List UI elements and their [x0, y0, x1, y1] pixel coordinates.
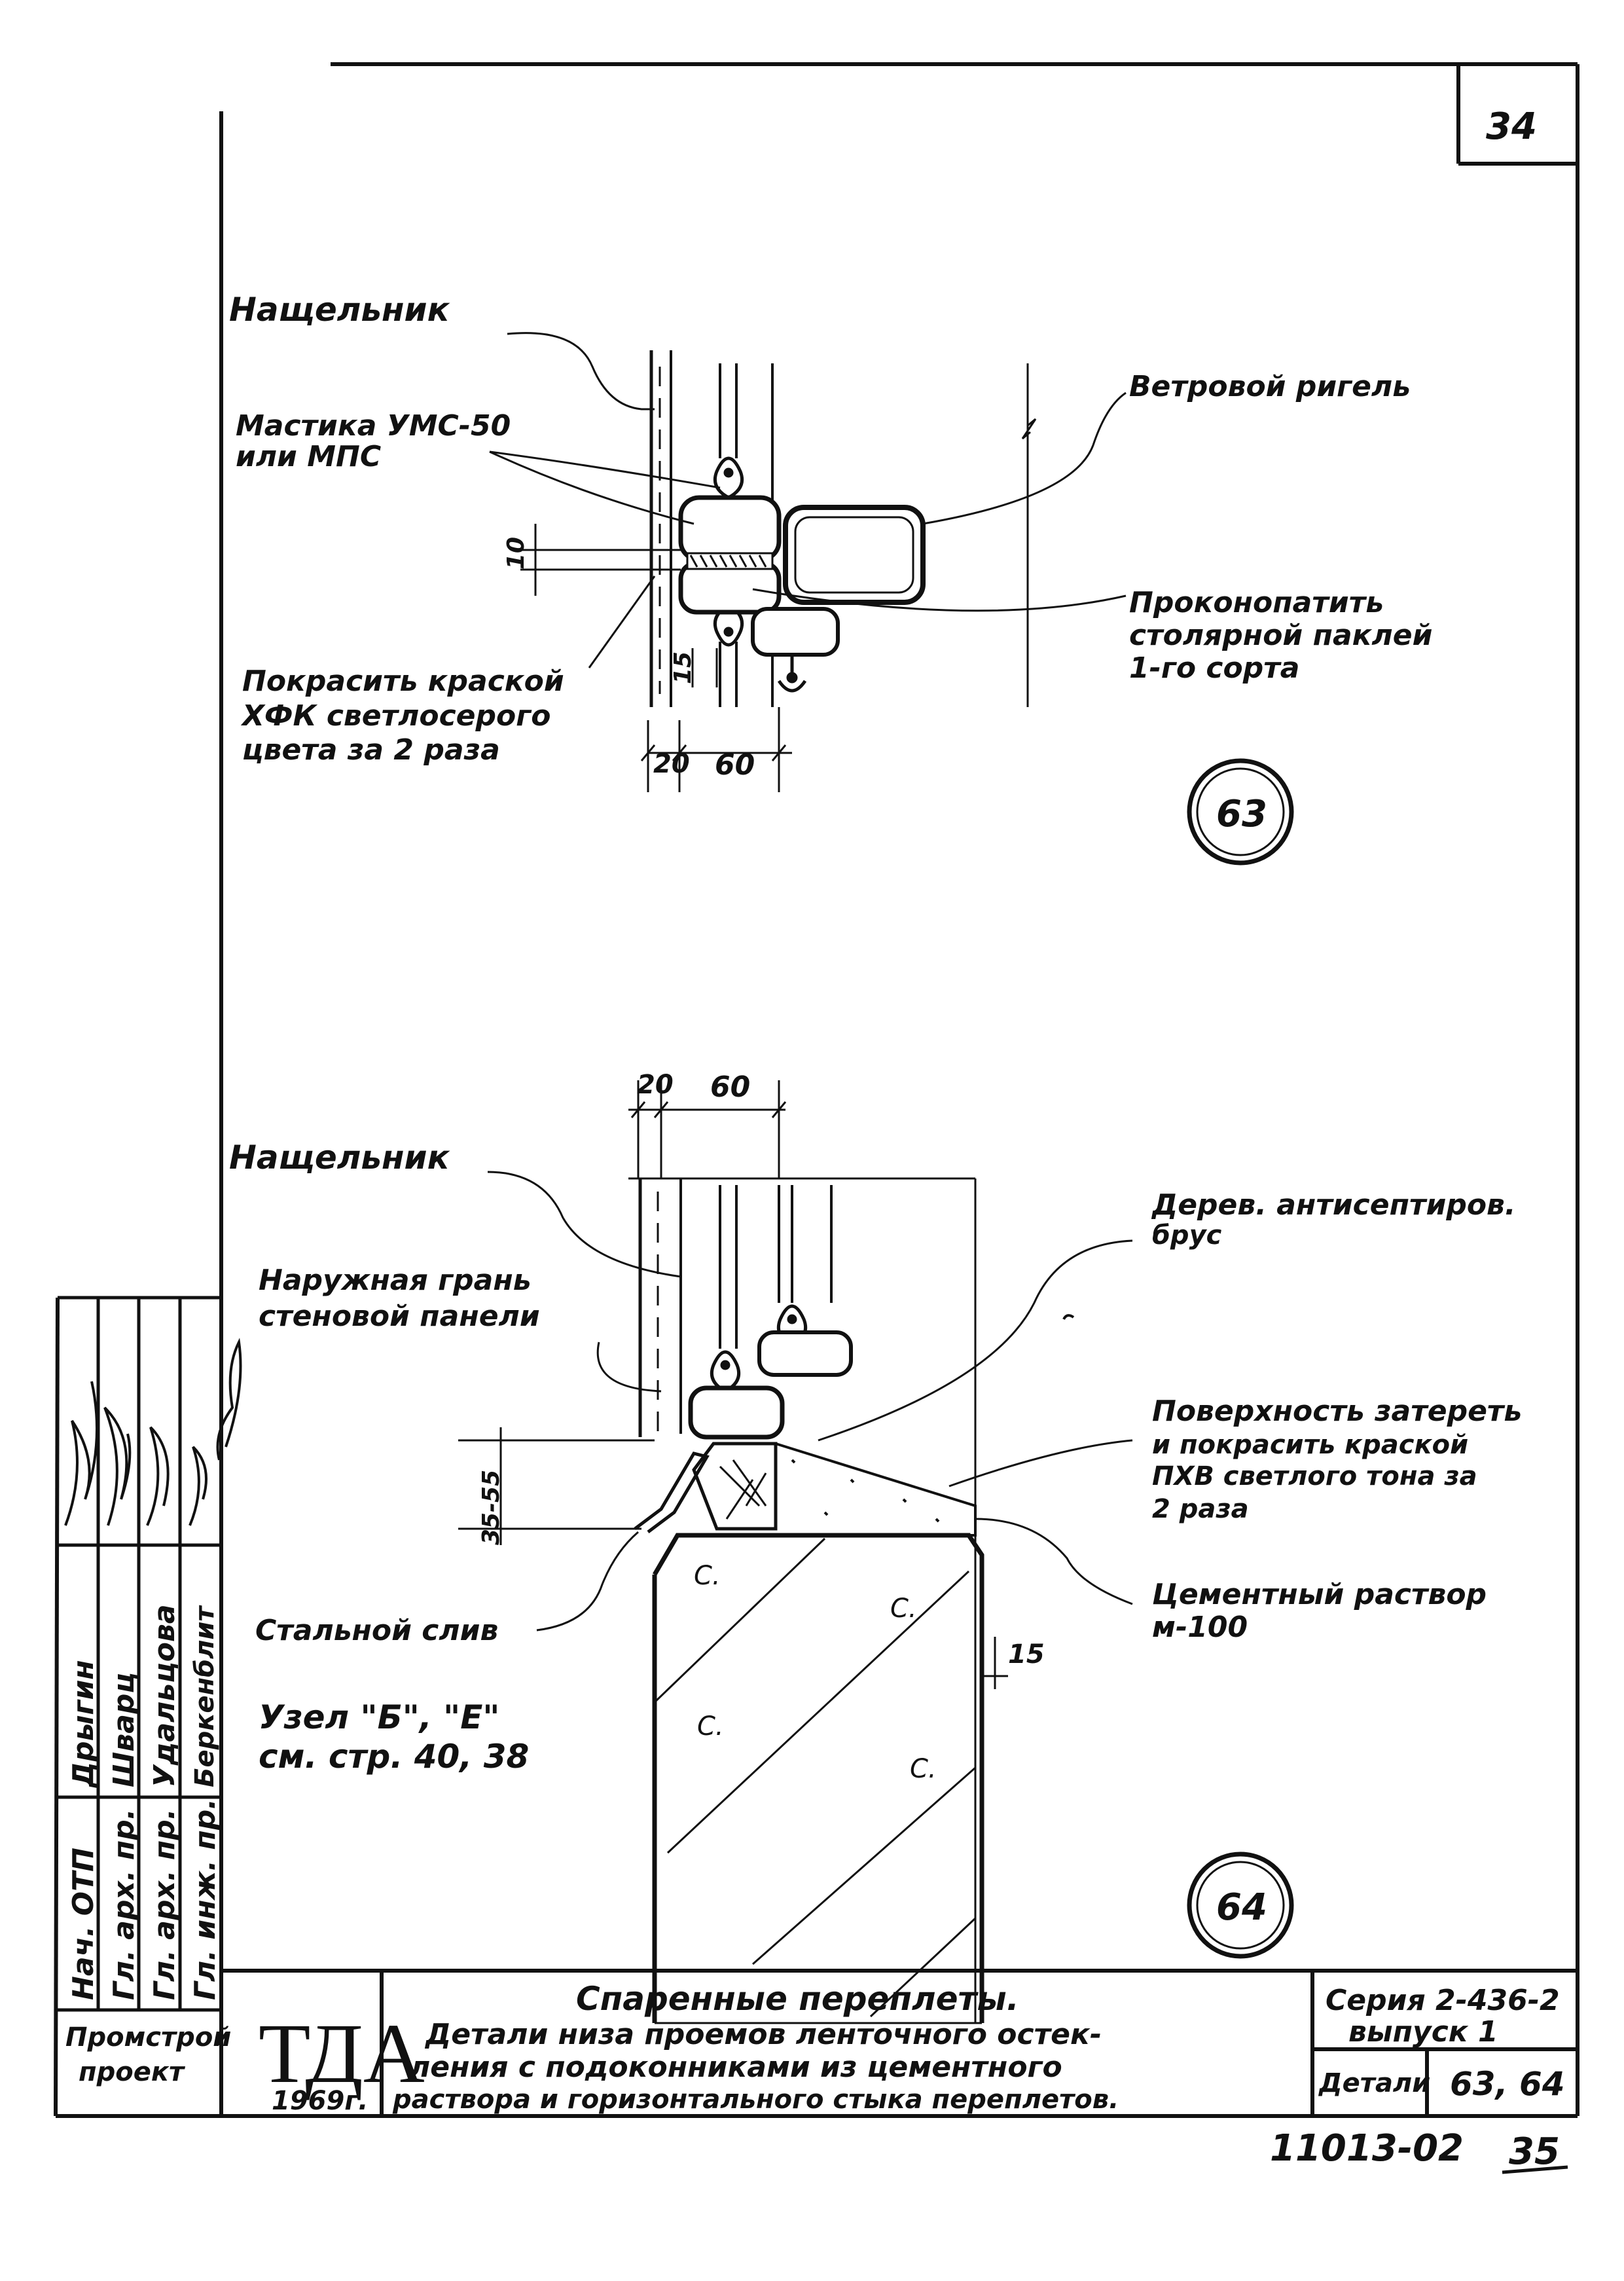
- svg-text:C.: C.: [694, 1561, 721, 1591]
- detail-63-drawing: [489, 332, 1127, 792]
- dim-64-15: 15: [1008, 1639, 1045, 1670]
- label-pokrasit-line1: Покрасить краской: [242, 665, 564, 698]
- signature-name-3: Удальцова: [148, 1604, 181, 1787]
- label-pokrasit-line3: цвета за 2 раза: [242, 733, 500, 767]
- label-mastika-line1: Мастика УМС-50: [236, 409, 511, 443]
- signature-name-4: Беркенблит: [190, 1605, 220, 1787]
- label-gran-line2: стеновой панели: [259, 1300, 540, 1333]
- label-rastvor-line1: Цементный раствор: [1152, 1578, 1487, 1611]
- label-prokonopatit-line2: столярной паклей: [1129, 619, 1432, 652]
- title-block: [221, 1969, 1578, 2116]
- title-line3: ления с подоконниками из цементного: [409, 2051, 1062, 2084]
- detail-64-drawing: C. C. C. C.: [458, 1080, 1133, 2024]
- label-brus-line1: Дерев. антисептиров.: [1151, 1188, 1516, 1222]
- dim-63-10: 10: [503, 537, 530, 570]
- title-line4: раствора и горизонтального стыка перепле…: [392, 2085, 1119, 2115]
- label-poverh-line2: и покрасить краской: [1152, 1430, 1468, 1460]
- label-mastika-line2: или МПС: [236, 440, 381, 473]
- signature-name-2: Шварц: [107, 1672, 141, 1787]
- label-nashchelnik-63: Нащельник: [229, 291, 450, 329]
- detail-64-marker: 64: [1187, 1852, 1294, 1959]
- dim-64-35-55: 35-55: [478, 1470, 505, 1545]
- dim-63-20: 20: [653, 749, 690, 779]
- details-value: 63, 64: [1450, 2065, 1565, 2103]
- dim-63-60: 60: [715, 748, 755, 782]
- footer-code: 11013-02: [1270, 2127, 1464, 2170]
- series-line2: выпуск 1: [1348, 2015, 1498, 2049]
- title-line1: Спаренные переплеты.: [576, 1980, 1019, 2018]
- label-poverh-line4: 2 раза: [1152, 1494, 1249, 1524]
- title-line2: Детали низа проемов ленточного остек-: [424, 2018, 1102, 2051]
- detail-63-marker: 63: [1187, 758, 1294, 866]
- series-line1: Серия 2-436-2: [1326, 1984, 1560, 2017]
- label-vetrovoy-rigel: Ветровой ригель: [1129, 370, 1411, 403]
- signature-role-1: Нач. ОТП: [67, 1848, 100, 2000]
- svg-text:C.: C.: [890, 1594, 917, 1624]
- label-uzel-line2: см. стр. 40, 38: [259, 1738, 529, 1776]
- footer-page: 35: [1509, 2130, 1560, 2173]
- details-label: Детали: [1318, 2068, 1430, 2098]
- signature-role-2: Гл. арх. пр.: [107, 1808, 141, 2000]
- signature-role-4: Гл. инж. пр.: [189, 1798, 222, 2000]
- label-nashchelnik-64: Нащельник: [229, 1139, 450, 1177]
- label-prokonopatit-line3: 1-го сорта: [1129, 651, 1299, 685]
- dim-64-20: 20: [637, 1070, 674, 1100]
- label-poverh-line3: ПХВ светлого тона за: [1152, 1461, 1477, 1491]
- org-name-line2: проект: [79, 2057, 186, 2087]
- label-rastvor-line2: м-100: [1152, 1611, 1248, 1644]
- dim-63-15: 15: [670, 651, 696, 684]
- svg-text:C.: C.: [697, 1711, 724, 1742]
- logo-tda: ТДА: [259, 2007, 425, 2101]
- label-uzel-line1: Узел "Б", "Е": [259, 1698, 499, 1736]
- signature-name-1: Дрыгин: [67, 1660, 100, 1789]
- detail-63-number: 63: [1216, 793, 1267, 835]
- label-gran-line1: Наружная грань: [259, 1264, 532, 1297]
- dim-64-60: 60: [710, 1070, 750, 1104]
- detail-64-number: 64: [1216, 1886, 1267, 1929]
- footer-underline: [1502, 2165, 1568, 2174]
- label-prokonopatit-line1: Проконопатить: [1129, 586, 1384, 619]
- signature-block: [58, 1296, 242, 2012]
- sheet-frame: [54, 62, 1579, 2118]
- svg-text:C.: C.: [910, 1754, 937, 1784]
- page-number: 34: [1486, 105, 1537, 148]
- org-name-line1: Промстрой: [65, 2022, 231, 2053]
- label-poverh-line1: Поверхность затереть: [1152, 1395, 1522, 1428]
- title-year: 1969г.: [272, 2086, 368, 2116]
- label-sliv: Стальной слив: [255, 1614, 498, 1647]
- label-brus-line2: брус: [1152, 1220, 1222, 1250]
- label-pokrasit-line2: ХФК светлосерого: [240, 699, 550, 733]
- signature-role-3: Гл. арх. пр.: [148, 1808, 181, 2000]
